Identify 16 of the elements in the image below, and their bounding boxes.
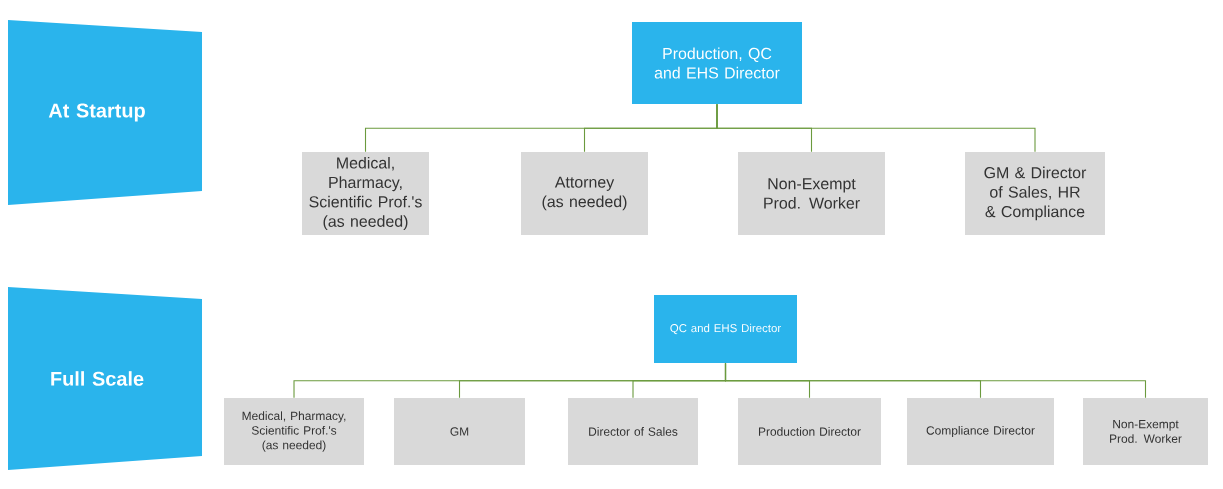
role-box: Director of Sales	[568, 398, 698, 465]
section-banner: Full Scale	[8, 287, 202, 470]
role-box: Non-Exempt Prod. Worker	[1083, 398, 1208, 465]
role-box: Attorney (as needed)	[521, 152, 648, 235]
role-box: GM	[394, 398, 525, 465]
role-box: Non-Exempt Prod. Worker	[738, 152, 885, 235]
section-banner: At Startup	[8, 20, 202, 205]
role-box: GM & Director of Sales, HR & Compliance	[965, 152, 1105, 235]
manager-box: QC and EHS Director	[654, 295, 797, 363]
role-box: Production Director	[738, 398, 881, 465]
role-box: Medical, Pharmacy, Scientific Prof.'s (as needed)	[224, 398, 364, 465]
role-box: Compliance Director	[907, 398, 1054, 465]
role-box: Medical, Pharmacy, Scientific Prof.'s (as needed)	[302, 152, 429, 235]
connector	[724, 362, 1147, 399]
connector	[716, 103, 1036, 153]
manager-box: Production, QC and EHS Director	[632, 22, 802, 104]
